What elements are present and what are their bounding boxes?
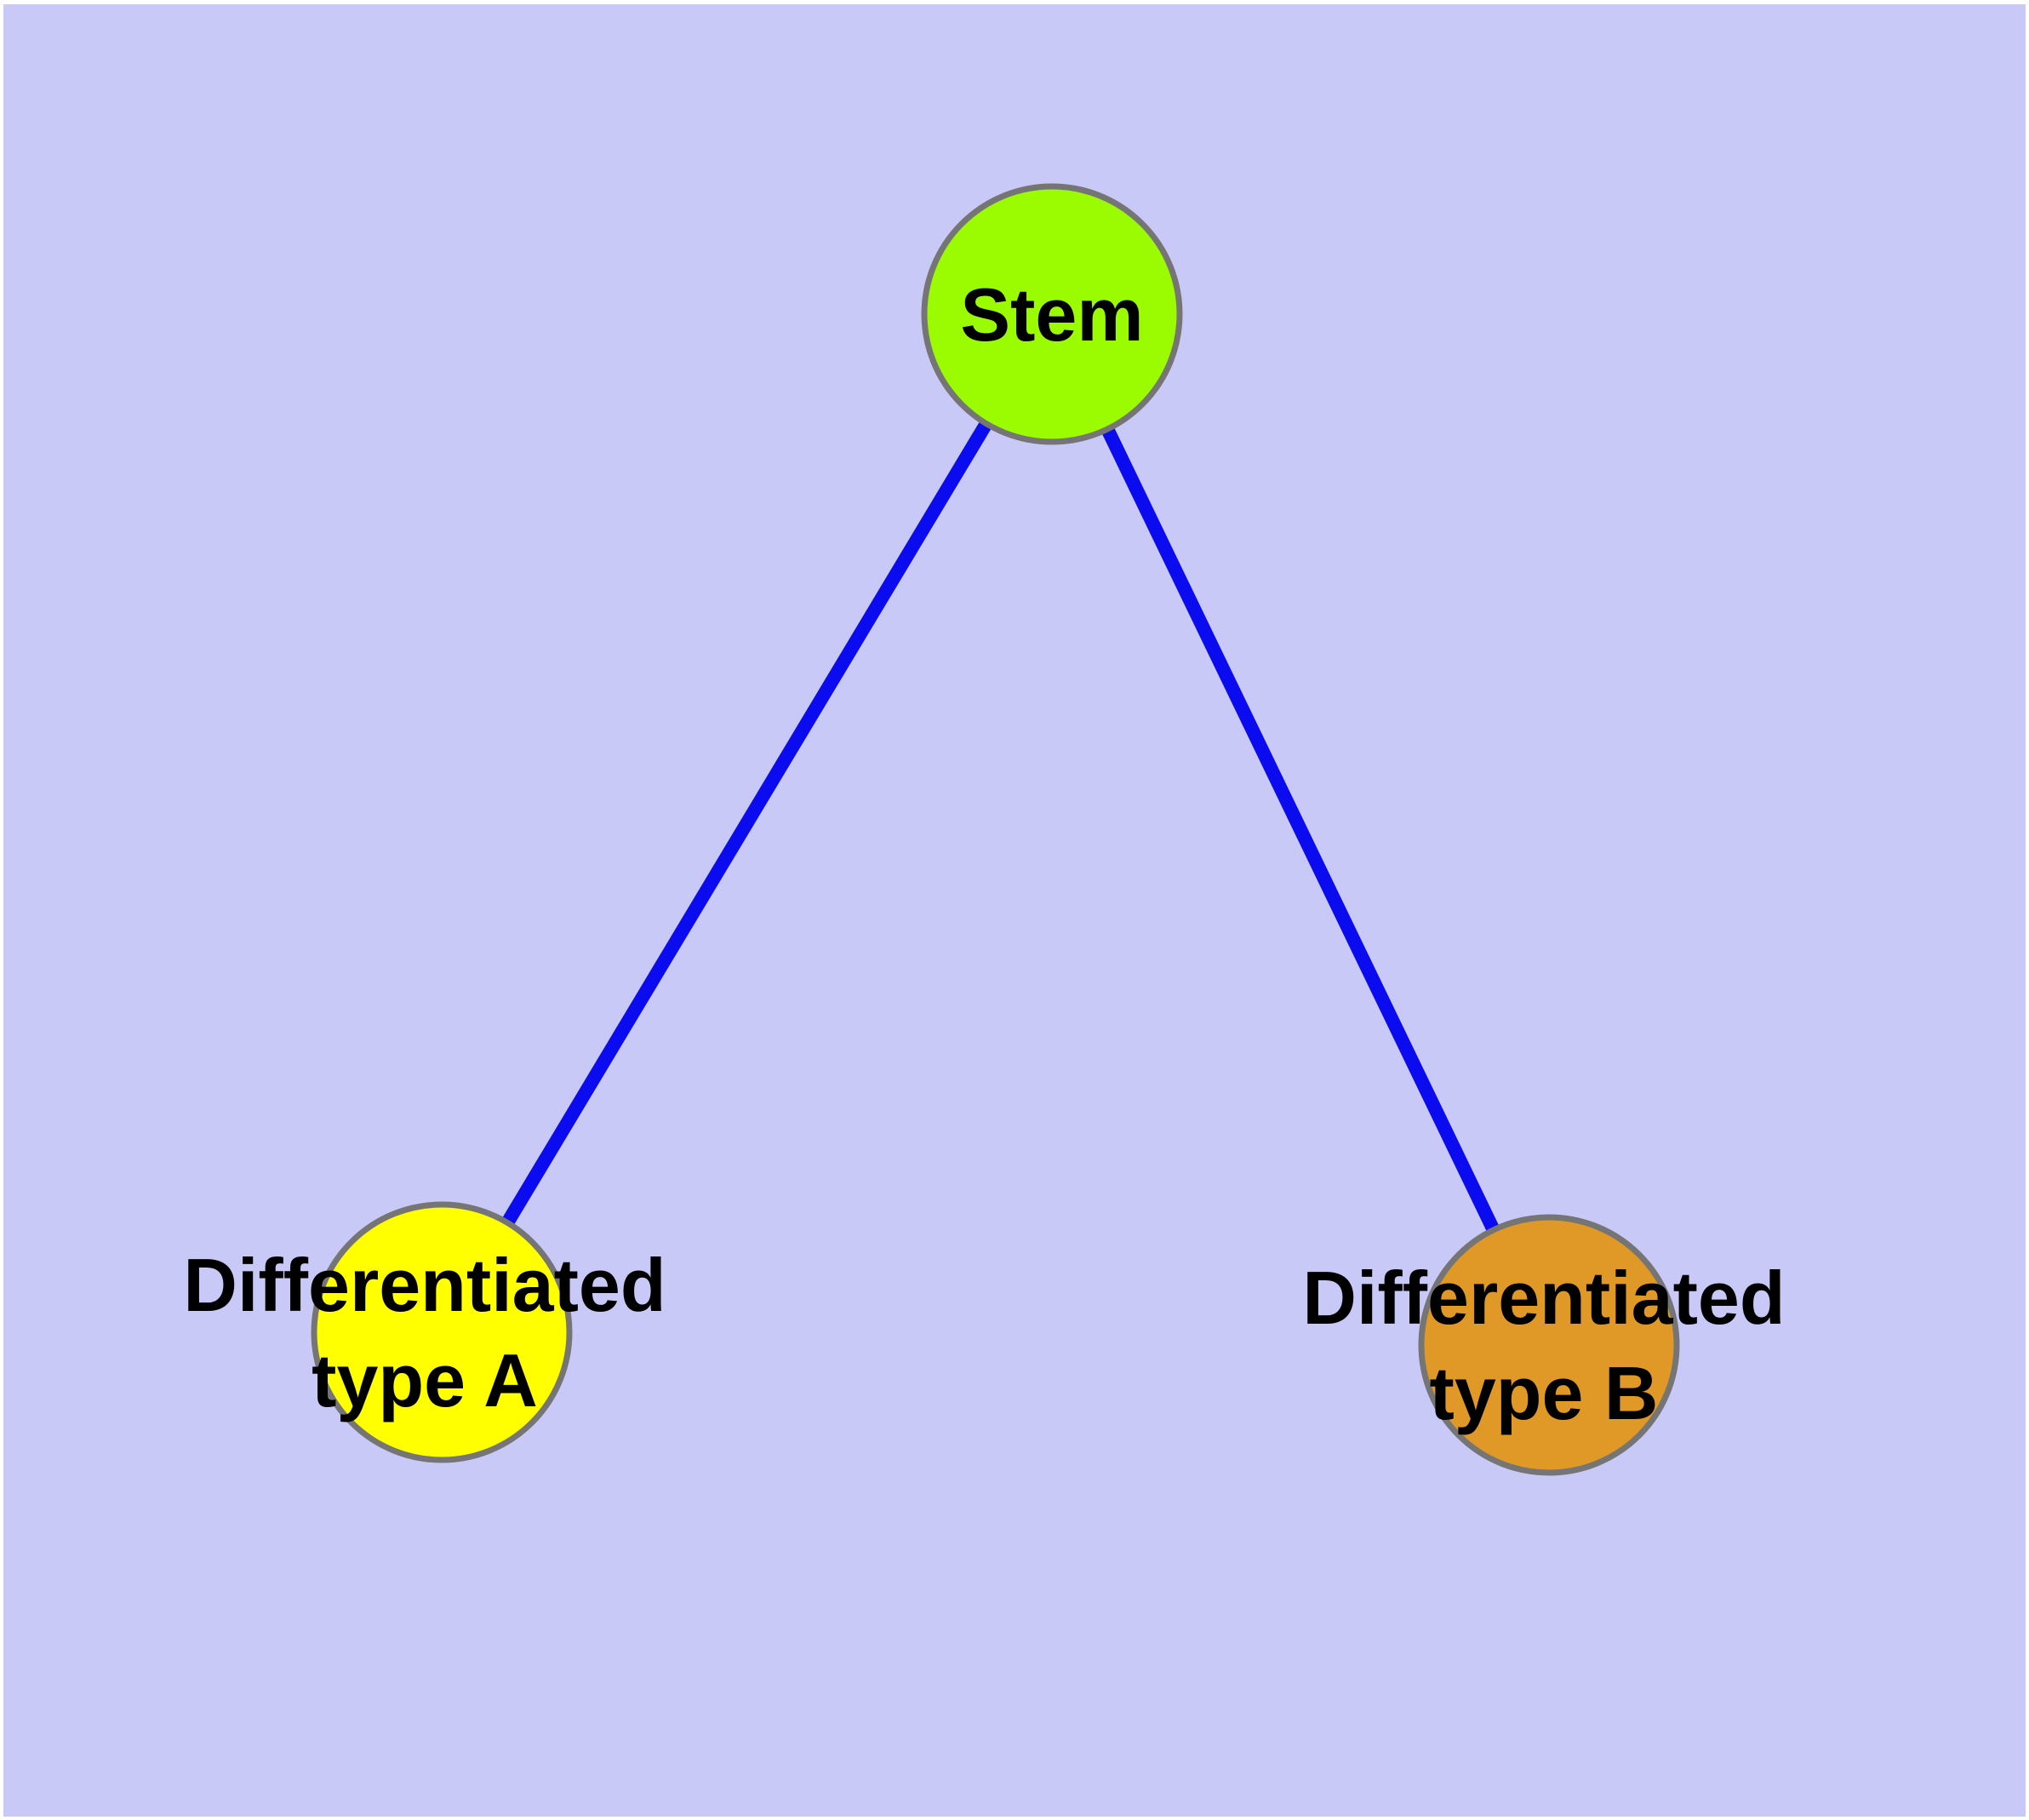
edge-stem-to-differentiated-type-b (1045, 311, 1556, 1348)
node-stem (921, 183, 1183, 445)
node-differentiated-type-b (1418, 1214, 1680, 1476)
edge-stem-to-differentiated-type-a (436, 310, 1058, 1336)
node-label-stem: Stem (960, 272, 1143, 357)
node-differentiated-type-a (311, 1201, 573, 1463)
